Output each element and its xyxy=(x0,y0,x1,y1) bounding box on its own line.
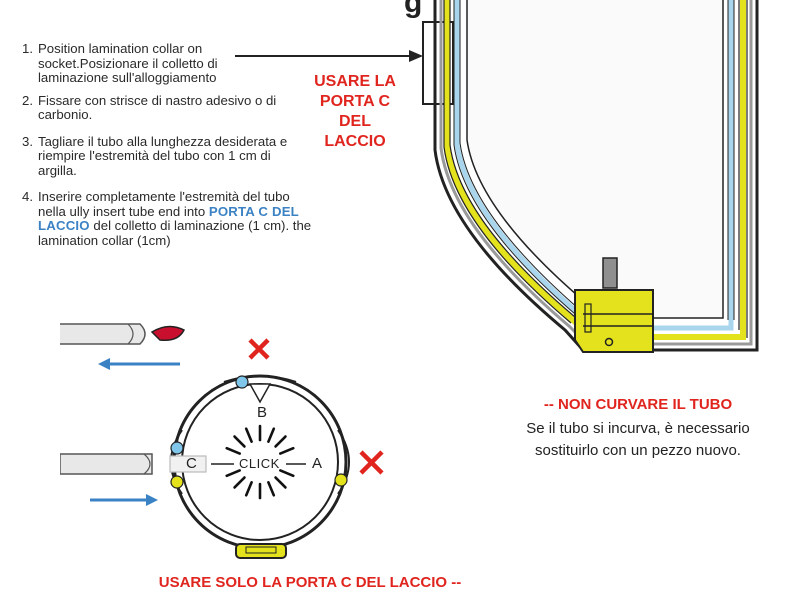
clay-plug xyxy=(150,325,186,342)
click-burst xyxy=(225,424,295,500)
step-number: 4. xyxy=(22,189,33,204)
port-c-blue-dot xyxy=(170,441,184,455)
port-c-yellow-dot xyxy=(170,475,184,489)
port-a-yellow-dot xyxy=(334,473,348,487)
wrong-port-a-icon xyxy=(359,450,384,475)
step-4: 4. Inserire completamente l'estremità de… xyxy=(22,189,313,248)
step-text: Position lamination collar on socket.Pos… xyxy=(38,41,218,85)
use-port-c-callout: USARE LA PORTA C DEL LACCIO xyxy=(290,72,420,152)
step-1: 1. Position lamination collar on socket.… xyxy=(22,41,248,86)
socket-grey-layer xyxy=(439,0,753,346)
socket-pin xyxy=(602,257,618,289)
instruction-steps: 1. Position lamination collar on socket.… xyxy=(22,41,322,248)
callout-line: USARE LA xyxy=(314,73,396,90)
port-c-highlight: PORTA C DEL LACCIO xyxy=(38,203,299,233)
step-number: 2. xyxy=(22,92,33,108)
click-burst-line xyxy=(244,427,253,443)
port-c-label: C xyxy=(186,455,197,472)
arrow-left-icon xyxy=(98,358,180,370)
click-burst-line xyxy=(267,481,276,497)
click-burst-line xyxy=(274,435,287,448)
step-text-after: del colletto di laminazione (1 cm). the … xyxy=(38,218,312,248)
callout-line: PORTA C xyxy=(319,93,391,110)
click-burst-line xyxy=(233,476,246,489)
socket-illustration xyxy=(422,0,759,353)
click-burst-line xyxy=(233,435,246,448)
socket-outer-outline xyxy=(433,0,759,352)
port-a-label: A xyxy=(312,455,322,472)
pointer-arrow xyxy=(235,50,423,62)
port-b-blue-dot xyxy=(235,375,249,389)
click-burst-line xyxy=(244,481,253,497)
warning-body: Se il tubo si incurva, è necessario sost… xyxy=(478,418,794,462)
tube-inserted xyxy=(60,453,153,475)
step-number: 3. xyxy=(22,133,33,149)
page-title-fragment: g xyxy=(404,0,423,19)
warning-title: -- NON CURVARE IL TUBO xyxy=(543,396,733,413)
click-burst-line xyxy=(279,446,295,455)
warning-line-2: sostituirlo con un pezzo nuovo. xyxy=(535,442,741,459)
warning-line-1: Se il tubo si incurva, è necessario xyxy=(526,420,750,437)
wrong-port-b-icon xyxy=(248,338,270,360)
footer-instruction: USARE SOLO LA PORTA C DEL LACCIO -- xyxy=(158,574,462,591)
port-b-notch xyxy=(248,383,272,404)
callout-line: LACCIO xyxy=(324,133,386,150)
socket-inner xyxy=(466,0,724,319)
click-burst-line xyxy=(225,469,241,478)
tube-removed xyxy=(60,323,186,345)
collar-port-dot xyxy=(604,337,614,347)
collar-bottom-clip xyxy=(235,543,287,559)
collar-diagram: B C A CLICK xyxy=(60,323,384,559)
step-2: 2. Fissare con strisce di nastro adesivo… xyxy=(22,92,278,123)
click-burst-line xyxy=(225,446,241,455)
step-text: Tagliare il tubo alla lunghezza desidera… xyxy=(38,133,288,178)
step-3: 3. Tagliare il tubo alla lunghezza desid… xyxy=(22,133,303,179)
arrow-right-icon xyxy=(90,494,158,506)
click-label: CLICK xyxy=(239,456,280,471)
callout-line: DEL xyxy=(339,113,371,130)
lamination-collar xyxy=(574,289,654,353)
socket-yellow-layer xyxy=(444,0,746,340)
click-burst-line xyxy=(267,427,276,443)
step-text-before: Inserire completamente l'estremità del t… xyxy=(38,189,290,219)
port-b-label: B xyxy=(257,404,267,421)
click-burst-line xyxy=(279,469,295,478)
step-text: Fissare con strisce di nastro adesivo o … xyxy=(38,92,277,122)
click-burst-line xyxy=(274,476,287,489)
step-number: 1. xyxy=(22,41,33,56)
